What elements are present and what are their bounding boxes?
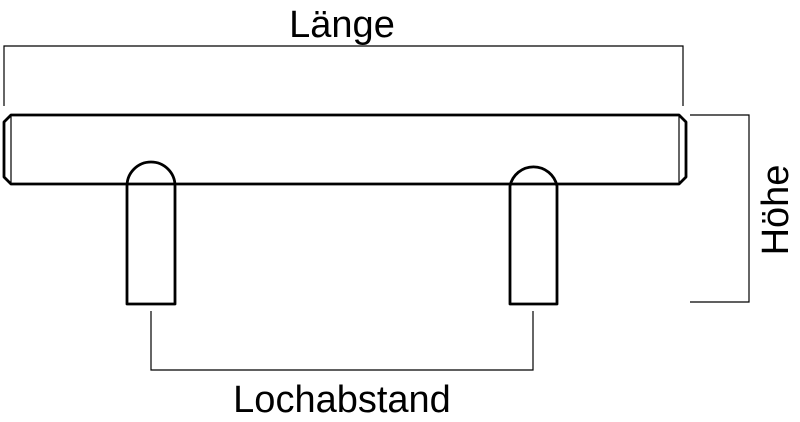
handle-bar: [2, 113, 688, 186]
hole-spacing-dimension-bracket: [150, 311, 534, 371]
hole-spacing-label: Lochabstand: [233, 379, 451, 421]
height-label: Höhe: [755, 165, 797, 256]
right-leg: [508, 165, 559, 306]
height-dimension-bracket: [690, 114, 750, 303]
left-leg: [125, 160, 177, 306]
length-dimension-bracket: [3, 45, 684, 106]
length-label: Länge: [289, 4, 395, 46]
